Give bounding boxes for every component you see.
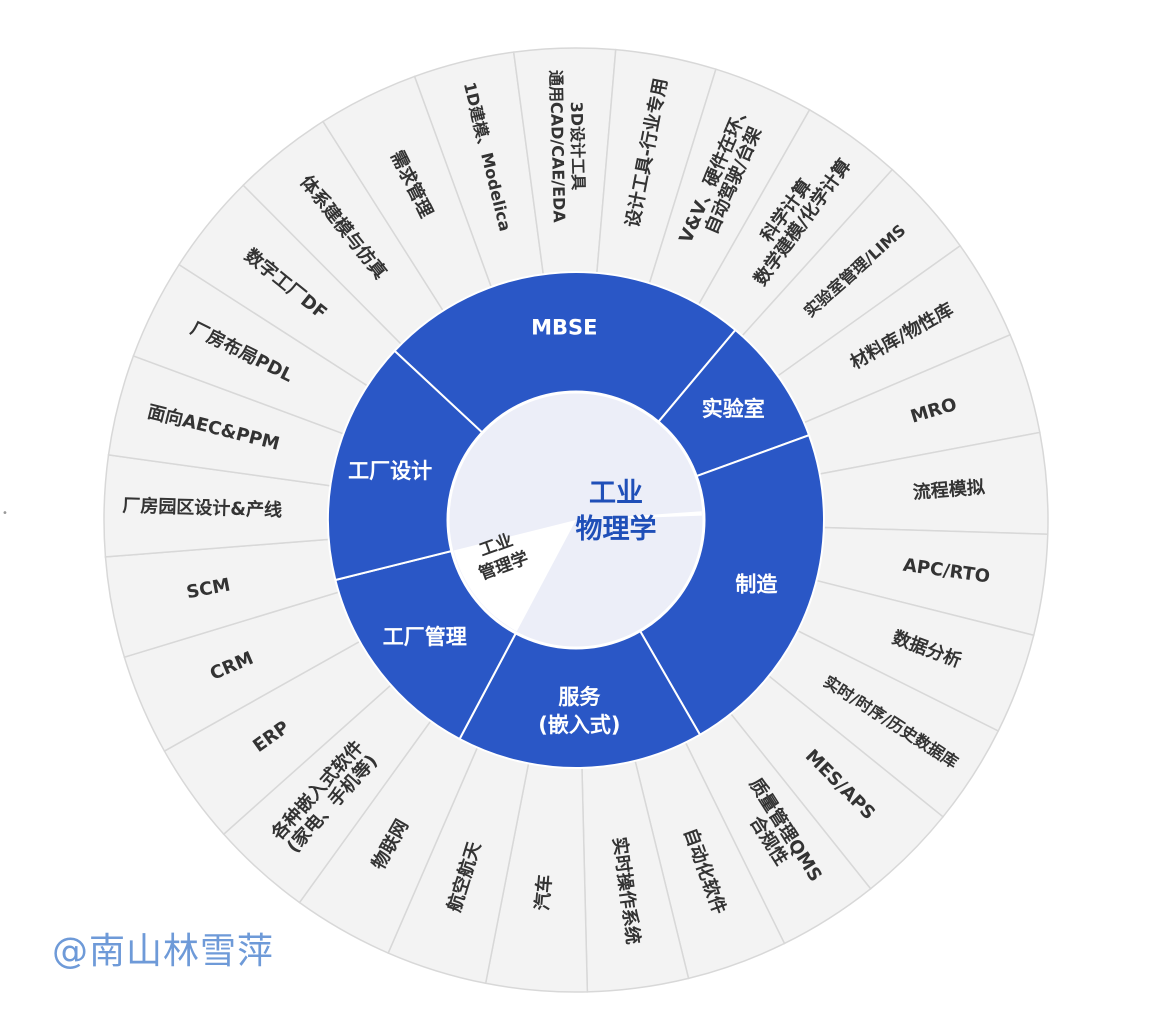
label-line: 工业 xyxy=(589,478,643,509)
label-line: 制造 xyxy=(735,573,778,597)
outer-label: 厂房园区设计&产线 xyxy=(122,494,282,521)
inner-label: 服务 (嵌入式) xyxy=(538,685,620,737)
outer-label: 3D设计工具通用CAD/CAE/EDA xyxy=(547,69,590,223)
label-line: 实验室 xyxy=(702,397,765,421)
label-line: 物理学 xyxy=(576,513,657,545)
inner-label: MBSE xyxy=(531,315,597,339)
inner-label: 工厂设计 xyxy=(348,459,432,483)
core-wedge xyxy=(453,520,576,632)
outer-label: 汽车 xyxy=(531,874,556,912)
label-line: MBSE xyxy=(531,315,597,339)
edge-mark: • xyxy=(2,508,8,519)
label-line: (嵌入式) xyxy=(538,713,620,737)
label-line: 通用CAD/CAE/EDA xyxy=(547,70,570,224)
core-spoke xyxy=(576,511,702,520)
label-line: 工厂设计 xyxy=(348,459,432,483)
watermark-text: @南山林雪萍 xyxy=(52,931,275,972)
inner-label: 工厂管理 xyxy=(383,625,467,649)
label-line: 汽车 xyxy=(531,874,556,912)
inner-label: 制造 xyxy=(735,573,778,597)
core-title: 工业物理学 xyxy=(576,478,657,545)
label-line: 工厂管理 xyxy=(383,625,467,649)
label-line: 服务 xyxy=(558,685,601,709)
label-line: 3D设计工具 xyxy=(567,101,588,190)
outer-label-group: 3D设计工具通用CAD/CAE/EDA xyxy=(547,69,590,224)
outer-label-group: 厂房园区设计&产线 xyxy=(122,494,282,521)
outer-label-group: 汽车 xyxy=(531,874,556,912)
inner-label: 实验室 xyxy=(702,397,765,421)
label-line: 厂房园区设计&产线 xyxy=(122,494,282,521)
